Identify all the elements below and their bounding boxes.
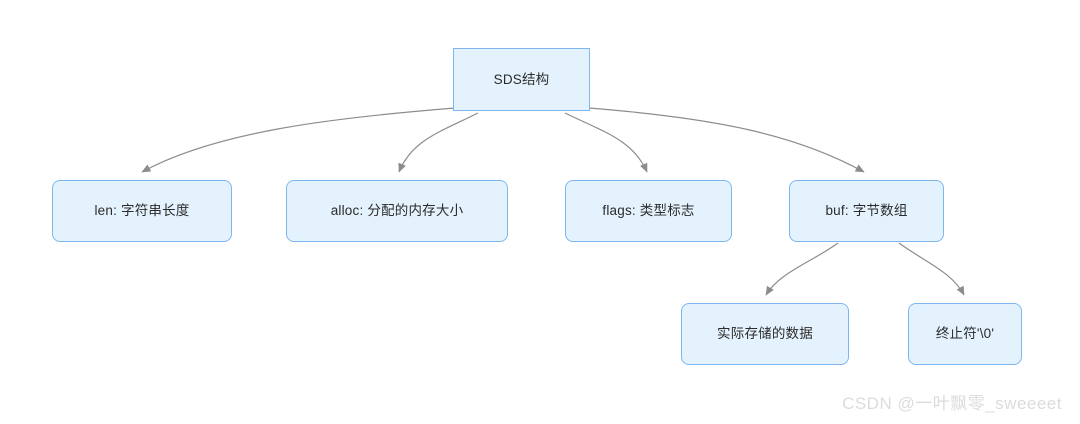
watermark: CSDN @一叶飘零_sweeeet (842, 394, 1062, 413)
node-alloc[interactable]: alloc: 分配的内存大小 (286, 180, 508, 242)
edge-buf-to-data (765, 242, 839, 296)
edge-root-to-flags (564, 112, 648, 173)
edge-buf-to-terminator (898, 242, 965, 296)
node-root-label: SDS结构 (493, 71, 550, 87)
node-buf-label: buf: 字节数组 (825, 203, 908, 219)
node-buf[interactable]: buf: 字节数组 (789, 180, 944, 242)
node-alloc-label: alloc: 分配的内存大小 (330, 203, 464, 219)
node-actual-data[interactable]: 实际存储的数据 (681, 303, 849, 365)
node-terminator-label: 终止符'\0' (935, 326, 995, 342)
edge-root-to-len (141, 107, 456, 173)
node-flags-label: flags: 类型标志 (602, 203, 695, 219)
node-terminator[interactable]: 终止符'\0' (908, 303, 1022, 365)
node-root[interactable]: SDS结构 (453, 48, 590, 111)
node-flags[interactable]: flags: 类型标志 (565, 180, 732, 242)
edge-root-to-alloc (398, 112, 479, 173)
node-actual-data-label: 实际存储的数据 (717, 326, 813, 342)
edge-root-to-buf (588, 107, 865, 173)
node-len[interactable]: len: 字符串长度 (52, 180, 232, 242)
node-len-label: len: 字符串长度 (94, 203, 190, 219)
